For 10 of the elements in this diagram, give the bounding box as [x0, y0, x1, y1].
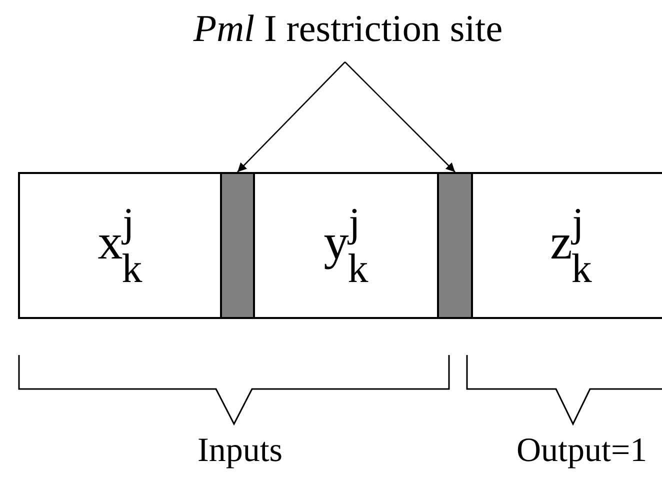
- arrow: [344, 62, 456, 172]
- restriction-site-bar: [437, 172, 473, 319]
- sequence-segment: [18, 172, 222, 319]
- arrow: [237, 62, 346, 172]
- group-label: Output=1: [516, 432, 648, 470]
- sequence-segment: [471, 172, 662, 319]
- sequence-segment: [253, 172, 439, 319]
- restriction-site-bar: [220, 172, 255, 319]
- annotation-text: Pml I restriction site: [193, 7, 503, 51]
- group-label: Inputs: [198, 432, 282, 470]
